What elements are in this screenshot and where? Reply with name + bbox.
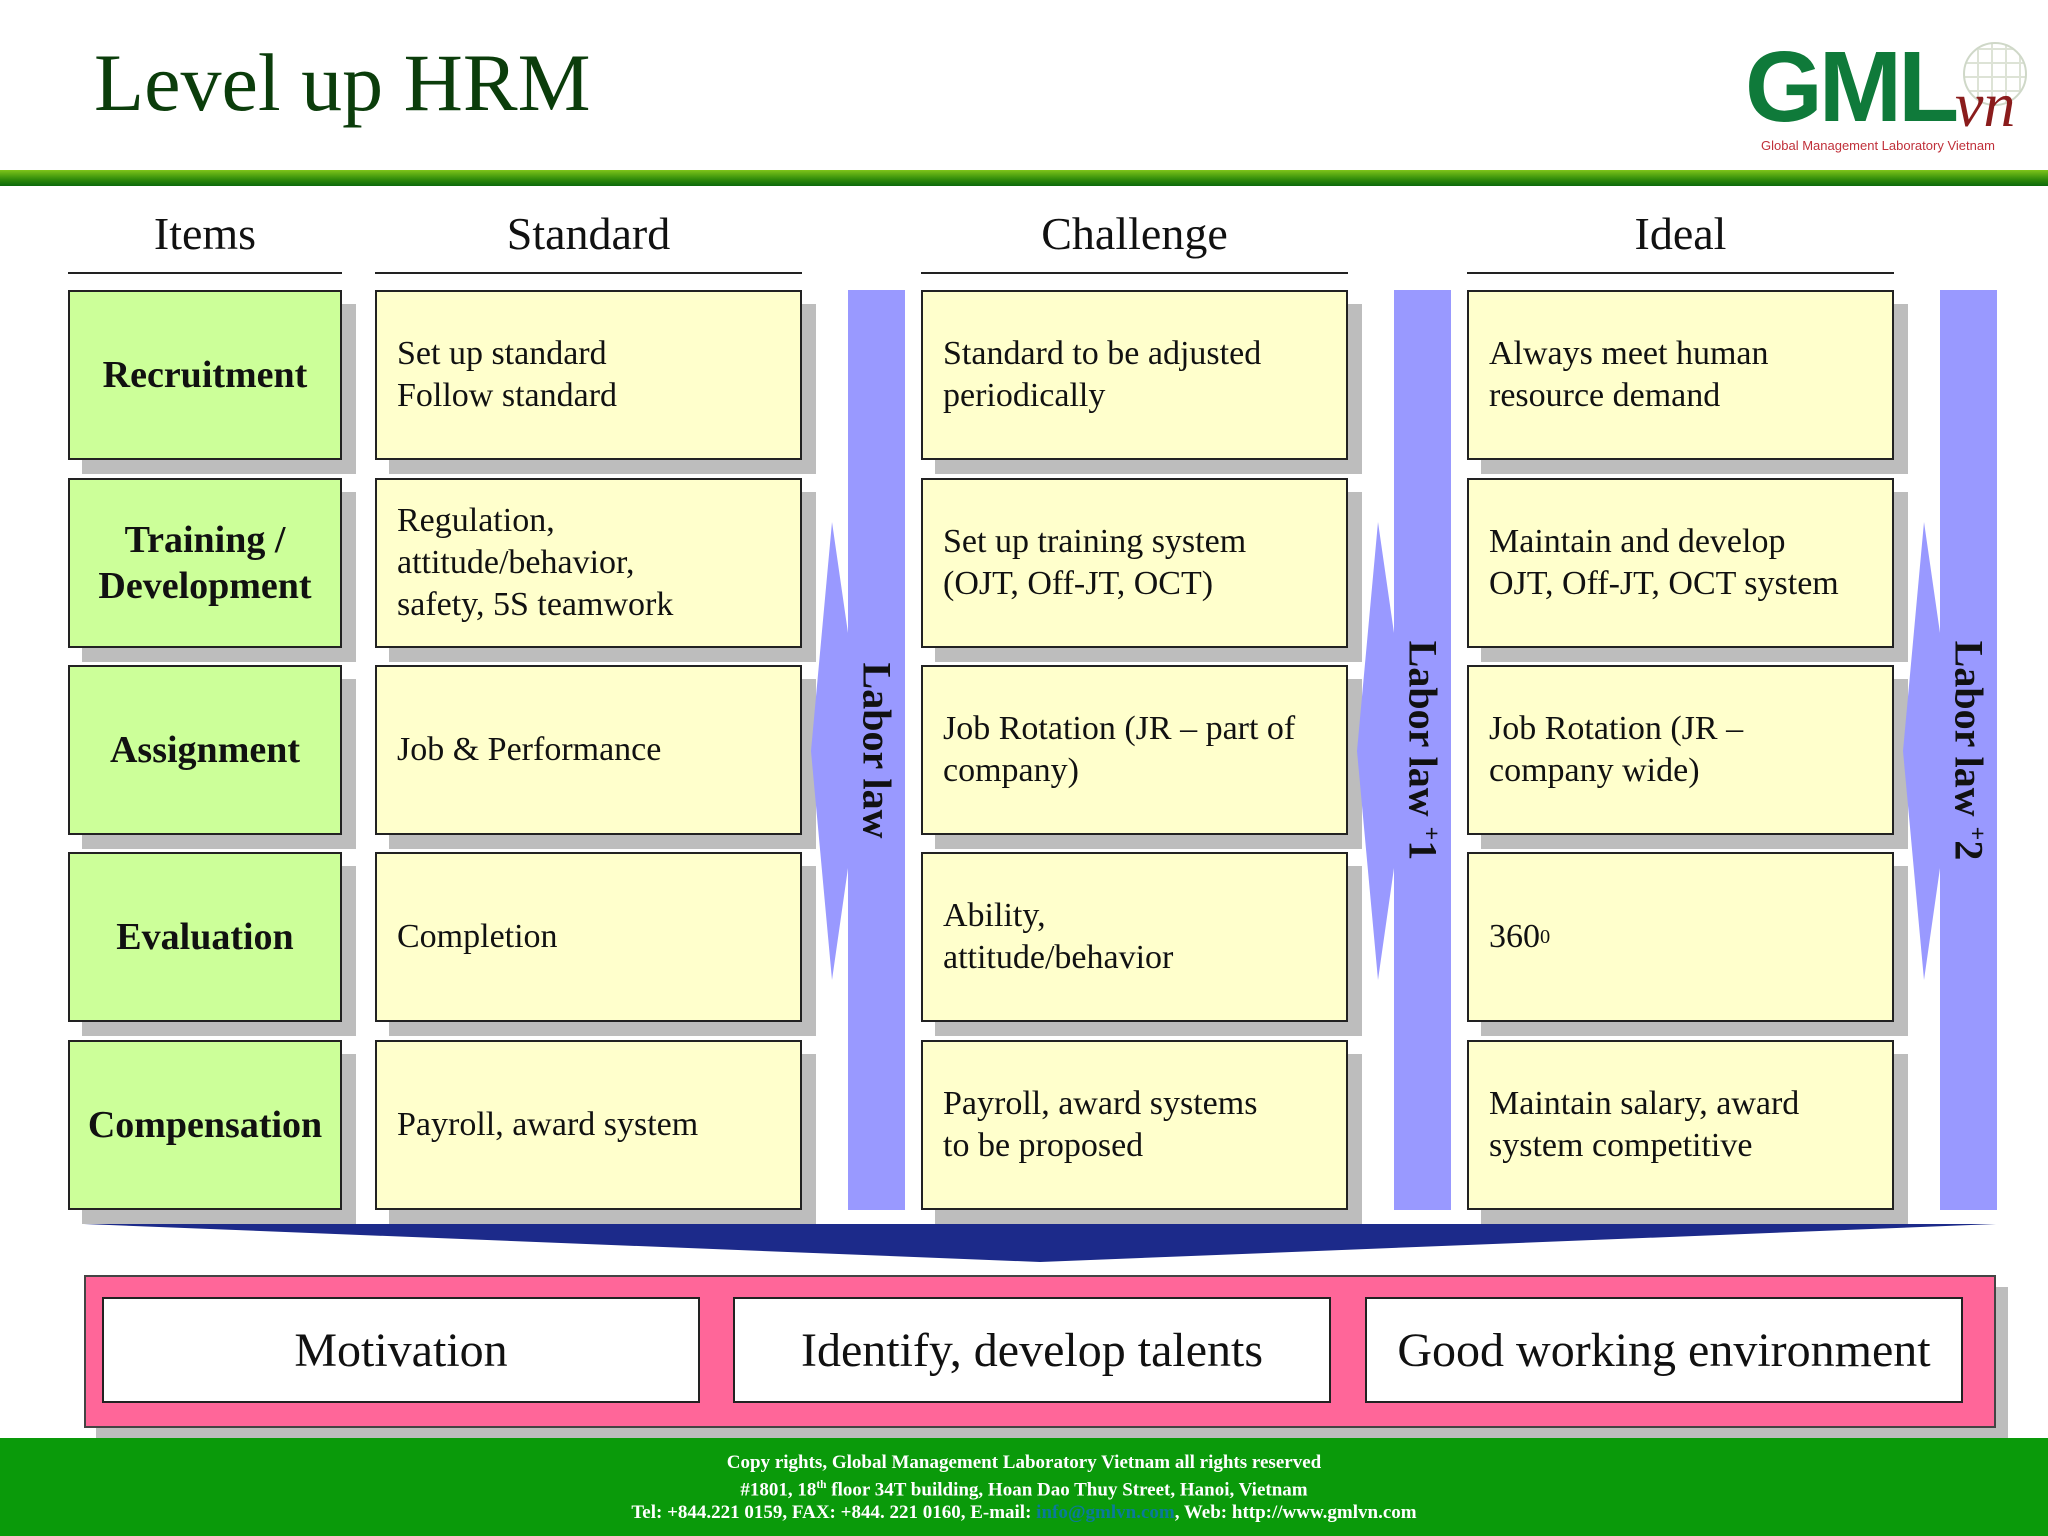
ideal-text: 360 [1489,918,1540,955]
labor-law-plus1-arrow-shape [1357,290,1451,1210]
labor-law-plus1-arrow: Labor law +1 [1357,290,1451,1210]
ideal-text: Maintain salary, award system competitiv… [1489,1085,1800,1164]
item-text: Recruitment [102,354,308,396]
logo-tagline: Global Management Laboratory Vietnam [1761,138,1995,153]
labor-law-plus1-label: Labor law +1 [1400,640,1445,860]
logo-suffix: vn [1955,69,2016,140]
challenge-cell: Payroll, award systems to be proposed [921,1040,1348,1210]
standard-cell: Completion [375,852,802,1022]
outcome-talents: Identify, develop talents [733,1297,1331,1403]
challenge-text: Standard to be adjusted periodically [943,335,1262,414]
challenge-cell: Set up training system (OJT, Off-JT, OCT… [921,478,1348,648]
challenge-text: Job Rotation (JR – part of company) [943,710,1296,789]
standard-text: Completion [397,918,558,955]
ideal-text: Job Rotation (JR – company wide) [1489,710,1744,789]
item-text: Assignment [109,729,301,771]
converge-arrow [84,1224,1996,1262]
footer-contact: Tel: +844.221 0159, FAX: +844. 221 0160,… [631,1502,1417,1524]
outcome-environment: Good working environment [1365,1297,1963,1403]
ideal-cell: Job Rotation (JR – company wide) [1467,665,1894,835]
logo-letters: GML [1745,31,1959,143]
footer-copyright: Copy rights, Global Management Laborator… [726,1452,1322,1473]
standard-cell: Regulation, attitude/behavior, safety, 5… [375,478,802,648]
ideal-text: Maintain and develop OJT, Off-JT, OCT sy… [1489,523,1839,602]
degree-superscript: 0 [1540,926,1551,948]
outcome-motivation: Motivation [102,1297,700,1403]
standard-text: Payroll, award system [397,1106,699,1143]
standard-text: Regulation, attitude/behavior, safety, 5… [397,502,674,623]
standard-cell: Payroll, award system [375,1040,802,1210]
column-header-items: Items [68,208,342,274]
ideal-text: Always meet human resource demand [1489,335,1769,414]
item-cell: Training / Development [68,478,342,648]
labor-law-arrow-shape [811,290,905,1210]
labor-law-plus2-arrow: Labor law +2 [1903,290,1997,1210]
challenge-text: Payroll, award systems to be proposed [943,1085,1258,1164]
footer-address: #1801, 18th floor 34T building, Hoan Dao… [740,1479,1308,1501]
ideal-cell: Always meet human resource demand [1467,290,1894,460]
globe-icon [1963,42,2027,106]
standard-cell: Set up standard Follow standard [375,290,802,460]
standard-text: Set up standard Follow standard [397,335,618,414]
item-cell: Compensation [68,1040,342,1210]
footer: Copy rights, Global Management Laborator… [0,1438,2048,1536]
gmlvn-logo: GML vn Global Management Laboratory Viet… [1745,31,2035,158]
labor-law-label: Labor law [854,662,899,838]
column-header-ideal: Ideal [1467,208,1894,274]
labor-law-arrow: Labor law [811,290,905,1210]
ideal-cell: Maintain and develop OJT, Off-JT, OCT sy… [1467,478,1894,648]
standard-cell: Job & Performance [375,665,802,835]
item-cell: Assignment [68,665,342,835]
challenge-text: Set up training system (OJT, Off-JT, OCT… [943,523,1247,602]
page-title: Level up HRM [94,37,591,128]
item-cell: Evaluation [68,852,342,1022]
challenge-text: Ability, attitude/behavior [943,897,1174,976]
item-cell: Recruitment [68,290,342,460]
item-text: Training / Development [98,519,312,607]
column-header-challenge: Challenge [921,208,1348,274]
header-divider [0,170,2048,186]
email-link[interactable]: info@gmlvn.com [1036,1502,1175,1524]
labor-law-plus2-label: Labor law +2 [1946,640,1991,860]
column-header-standard: Standard [375,208,802,274]
challenge-cell: Standard to be adjusted periodically [921,290,1348,460]
challenge-cell: Ability, attitude/behavior [921,852,1348,1022]
outcomes-panel: Motivation Identify, develop talents Goo… [84,1275,1996,1428]
item-text: Compensation [87,1104,323,1146]
item-text: Evaluation [116,916,294,958]
ideal-cell: Maintain salary, award system competitiv… [1467,1040,1894,1210]
challenge-cell: Job Rotation (JR – part of company) [921,665,1348,835]
labor-law-plus2-arrow-shape [1903,290,1997,1210]
standard-text: Job & Performance [397,731,662,768]
